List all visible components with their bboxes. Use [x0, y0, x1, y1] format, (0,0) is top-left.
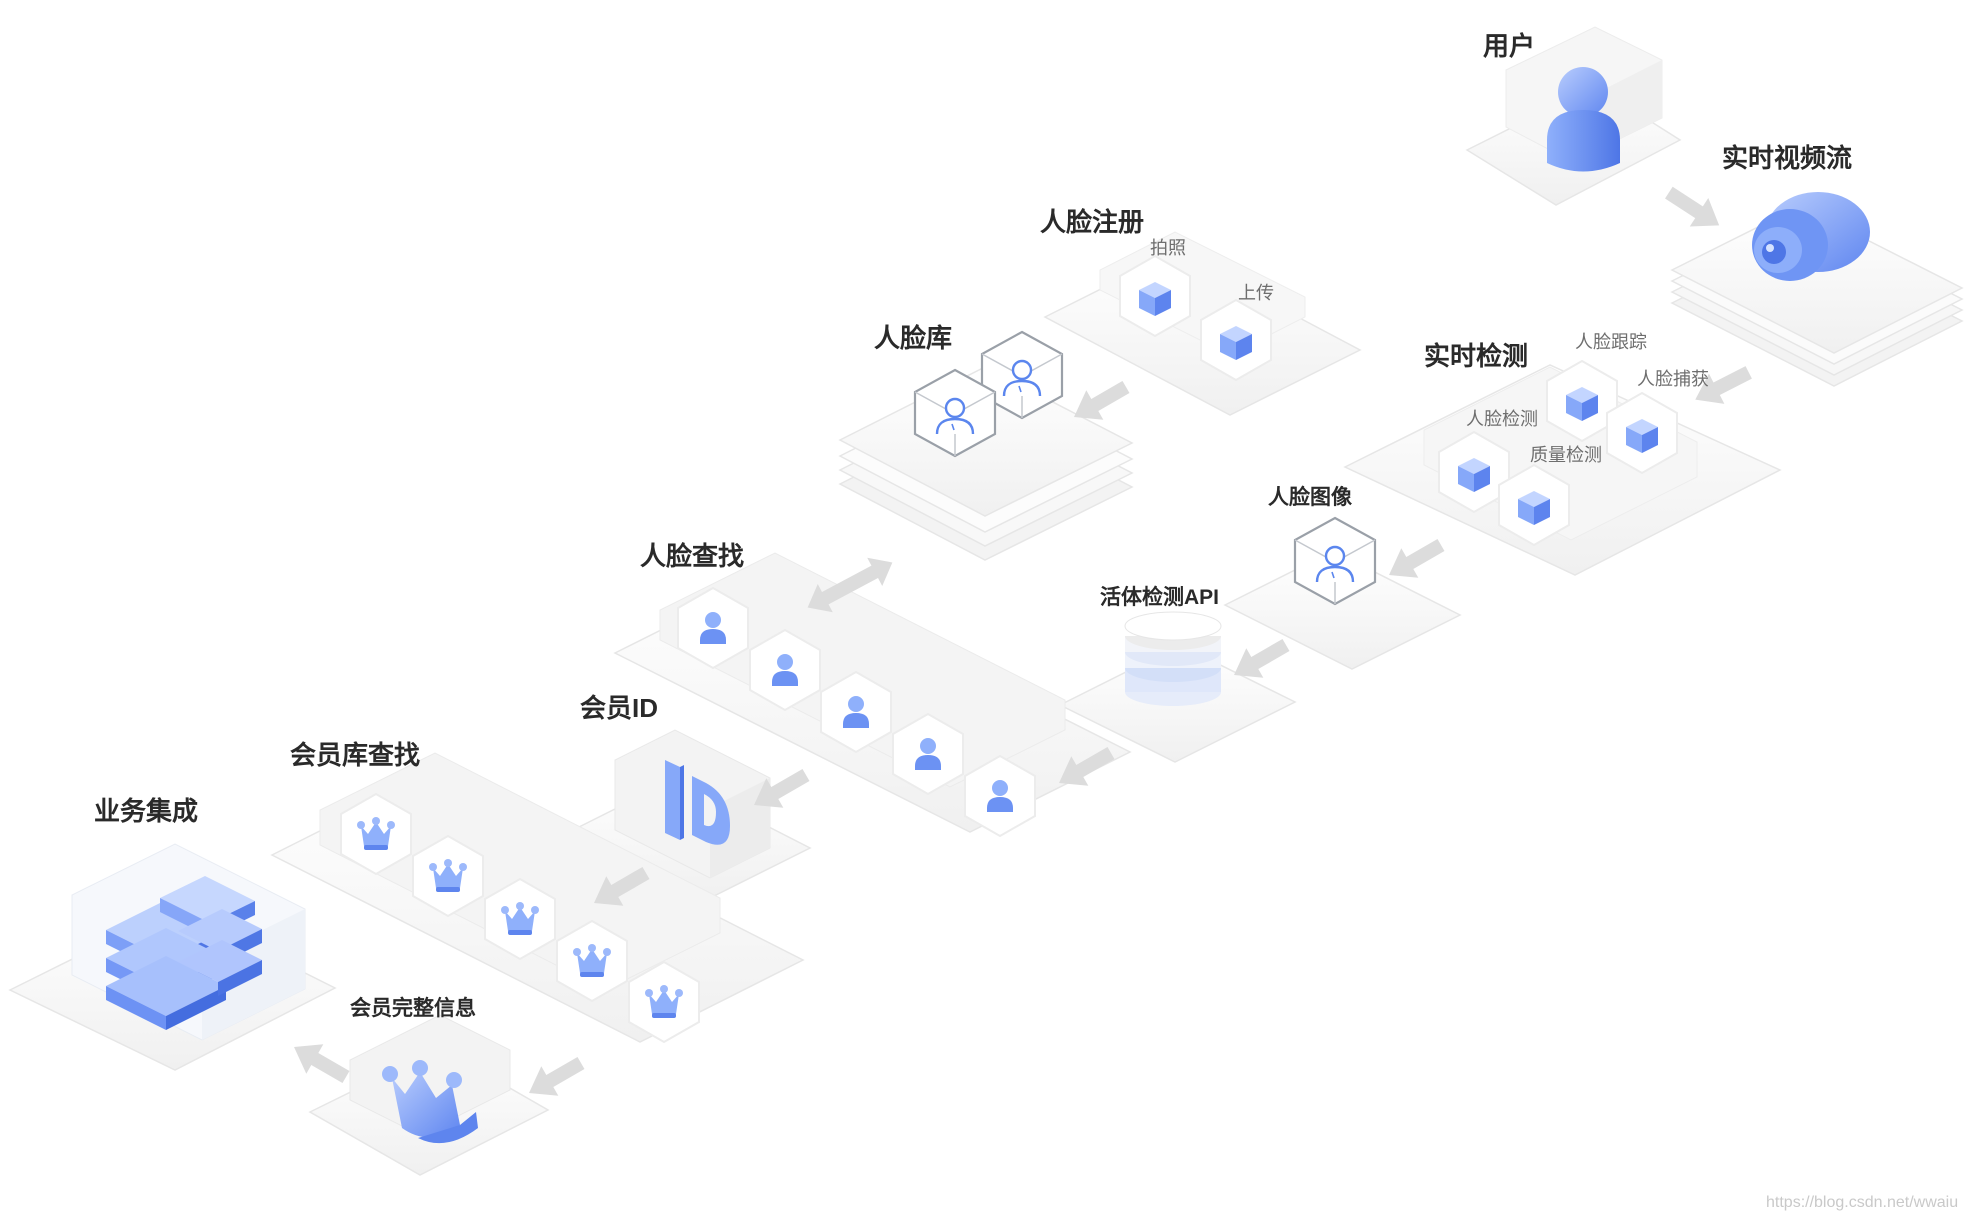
detection-step-face: 人脸检测 [1466, 409, 1538, 429]
user-label: 用户 [1483, 31, 1536, 61]
flow-arrows [285, 178, 1757, 1108]
register-step-upload: 上传 [1238, 283, 1274, 303]
business-integration-label: 业务集成 [94, 796, 199, 826]
platforms [8, 85, 1964, 1176]
liveness-api-label: 活体检测API [1100, 586, 1220, 609]
register-step-photo: 拍照 [1150, 238, 1186, 258]
database-icon [1124, 611, 1222, 706]
face-library-label: 人脸库 [874, 323, 953, 353]
member-db-search-label: 会员库查找 [290, 740, 421, 770]
detection-step-capture: 人脸捕获 [1637, 369, 1709, 389]
member-full-info-label: 会员完整信息 [350, 997, 476, 1020]
detection-step-tracking: 人脸跟踪 [1575, 332, 1647, 352]
realtime-detection-label: 实时检测 [1424, 341, 1529, 371]
face-search-label: 人脸查找 [640, 541, 745, 571]
face-register-label: 人脸注册 [1040, 207, 1145, 237]
video-stream-label: 实时视频流 [1722, 143, 1853, 173]
user-figure-icon [1547, 67, 1620, 172]
business-blocks-icon [106, 876, 262, 1030]
detection-step-quality: 质量检测 [1530, 445, 1602, 465]
member-crown-icon [382, 1060, 478, 1144]
glass-panels [71, 26, 1698, 1136]
id-badge-icon [665, 760, 730, 845]
camera-icon [1752, 192, 1870, 281]
face-image-label: 人脸图像 [1268, 486, 1352, 509]
watermark: https://blog.csdn.net/wwaiu [1766, 1194, 1959, 1211]
member-id-label: 会员ID [580, 693, 659, 723]
